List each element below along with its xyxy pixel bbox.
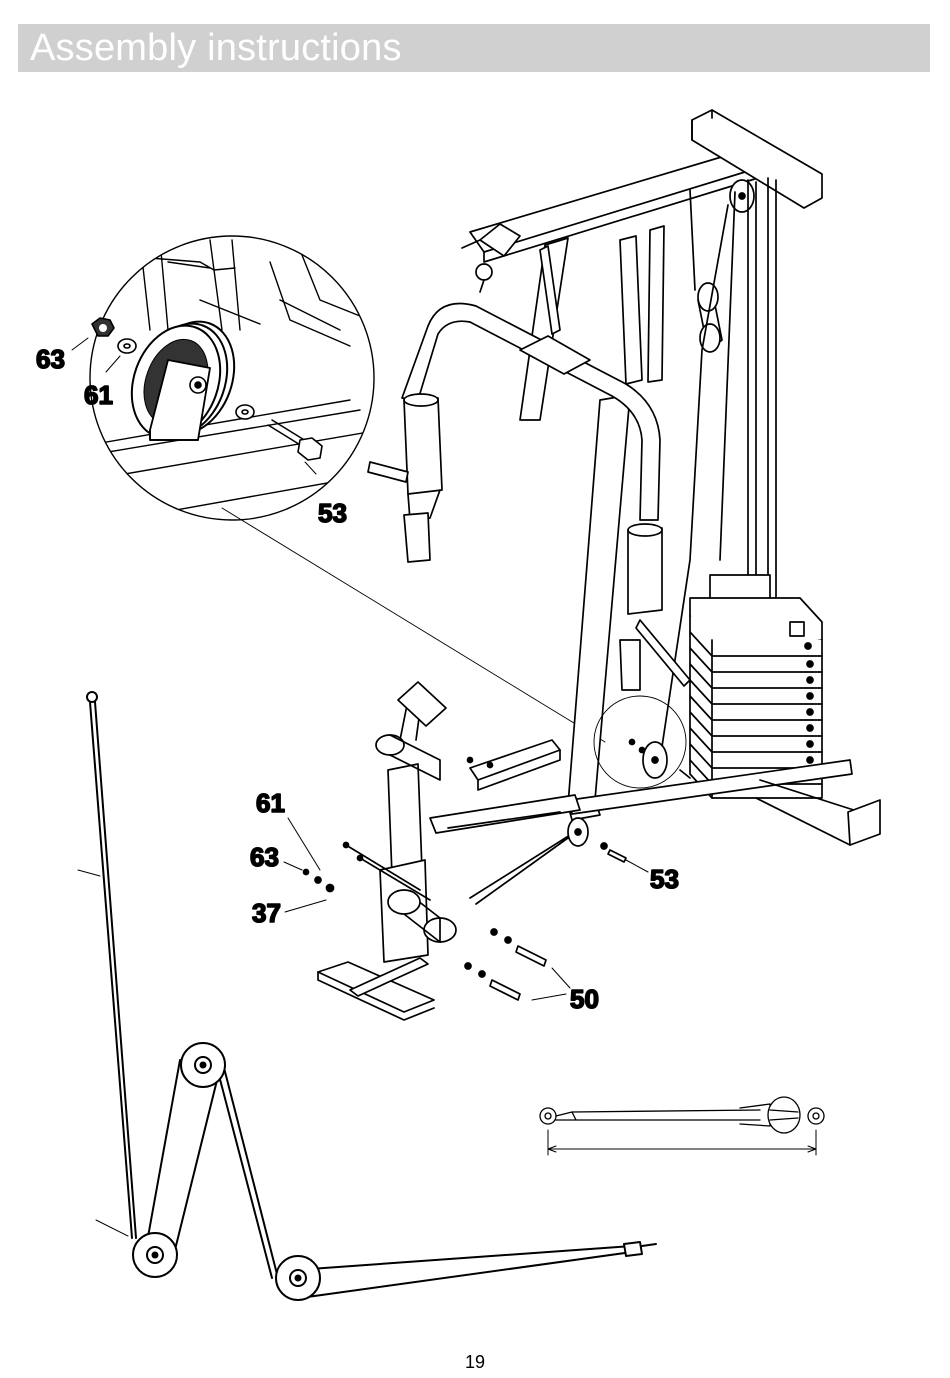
callout-63-detail: 63	[36, 344, 65, 374]
callout-61-detail: 61	[84, 380, 113, 410]
gym-machine	[284, 110, 880, 1020]
cable-length-detail	[540, 1097, 824, 1155]
callout-53-detail: 53	[318, 498, 347, 528]
callout-63: 63	[250, 842, 279, 872]
callout-61: 61	[256, 788, 285, 818]
callout-50: 50	[570, 984, 599, 1014]
callout-53: 53	[650, 864, 679, 894]
detail-zoom: 63 61 53	[36, 236, 605, 742]
page-number: 19	[0, 1352, 950, 1373]
callout-37: 37	[252, 898, 281, 928]
